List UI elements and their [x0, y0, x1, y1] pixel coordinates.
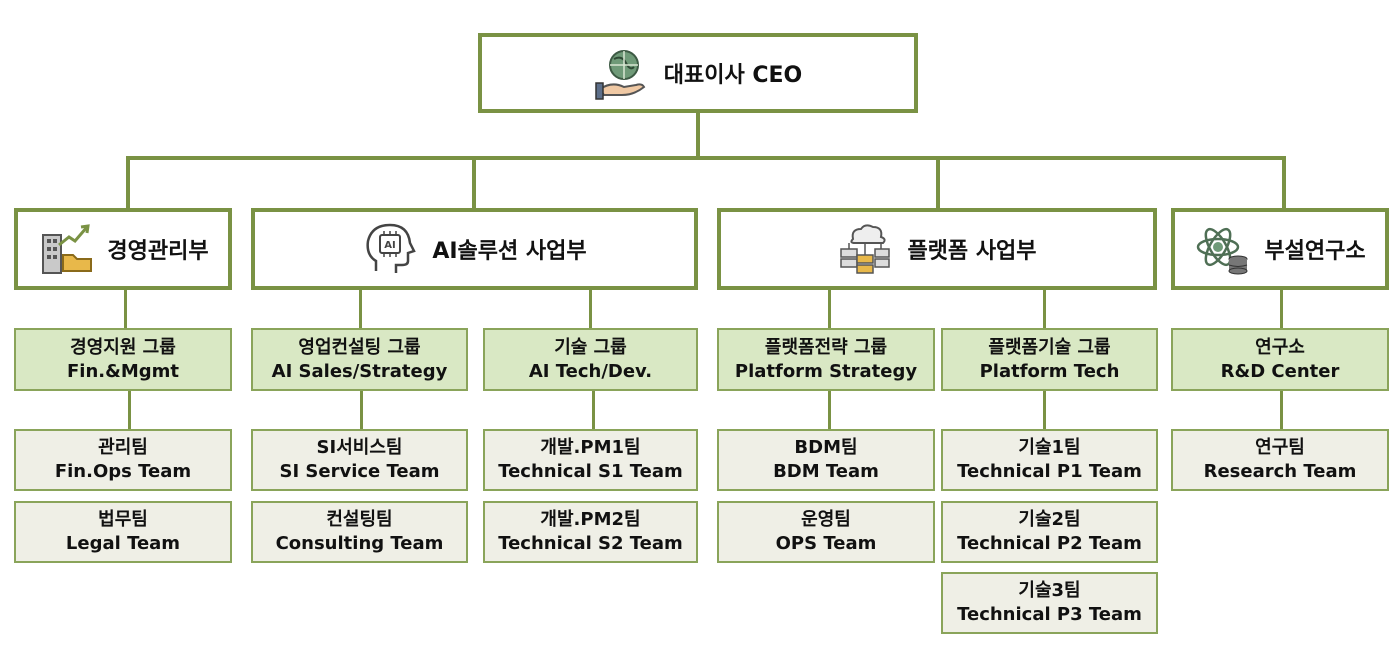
connector: [1280, 391, 1283, 429]
team-ops[interactable]: 운영팀 OPS Team: [717, 501, 935, 563]
group-name-en: Platform Tech: [979, 360, 1120, 382]
team-name-en: SI Service Team: [279, 461, 440, 482]
team-name-en: Technical P1 Team: [957, 461, 1142, 482]
team-name-en: OPS Team: [775, 533, 877, 554]
connector: [828, 290, 831, 328]
team-name-ko: 관리팀: [98, 437, 148, 458]
team-name-en: Research Team: [1203, 461, 1357, 482]
team-name-ko: 운영팀: [801, 509, 851, 530]
connector: [360, 391, 363, 429]
svg-text:AI: AI: [385, 240, 396, 251]
group-name-en: Fin.&Mgmt: [67, 360, 179, 382]
group-fin-mgmt[interactable]: 경영지원 그룹 Fin.&Mgmt: [14, 328, 232, 391]
group-name-ko: 경영지원 그룹: [70, 336, 176, 358]
globe-hand-icon: [594, 45, 650, 101]
division-platform[interactable]: 플랫폼 사업부: [717, 208, 1157, 290]
team-name-en: Technical P3 Team: [957, 604, 1142, 625]
ceo-box[interactable]: 대표이사 CEO: [478, 33, 918, 113]
team-name-en: Fin.Ops Team: [54, 461, 192, 482]
building-chart-icon: [37, 221, 93, 277]
ai-head-icon: AI: [362, 221, 418, 277]
group-ai-sales[interactable]: 영업컨설팅 그룹 AI Sales/Strategy: [251, 328, 468, 391]
connector: [1043, 391, 1046, 429]
team-name-ko: 기술1팀: [1018, 437, 1081, 458]
team-technical-s2[interactable]: 개발.PM2팀 Technical S2 Team: [483, 501, 698, 563]
connector: [1280, 290, 1283, 328]
connector: [1282, 156, 1286, 208]
team-name-ko: 개발.PM2팀: [540, 509, 641, 530]
team-name-ko: 연구팀: [1255, 437, 1305, 458]
connector: [696, 113, 700, 159]
connector: [589, 290, 592, 328]
team-name-en: Technical S1 Team: [498, 461, 683, 482]
connector: [124, 290, 127, 328]
connector: [1043, 290, 1046, 328]
connector: [126, 156, 130, 208]
group-name-ko: 영업컨설팅 그룹: [298, 336, 421, 358]
connector: [472, 156, 476, 208]
team-name-ko: SI서비스팀: [316, 437, 403, 458]
group-name-en: Platform Strategy: [734, 360, 918, 382]
group-name-ko: 플랫폼전략 그룹: [764, 336, 888, 358]
division-research[interactable]: 부설연구소: [1171, 208, 1389, 290]
team-name-en: Legal Team: [65, 533, 181, 554]
division-label: AI솔루션 사업부: [432, 239, 587, 264]
connector: [126, 156, 1286, 160]
ceo-label: 대표이사 CEO: [663, 63, 803, 88]
atom-database-icon: [1194, 221, 1250, 277]
connector: [592, 391, 595, 429]
team-name-ko: 법무팀: [98, 509, 148, 530]
team-name-ko: 기술3팀: [1018, 580, 1081, 601]
team-finops[interactable]: 관리팀 Fin.Ops Team: [14, 429, 232, 491]
group-platform-strategy[interactable]: 플랫폼전략 그룹 Platform Strategy: [717, 328, 935, 391]
team-name-en: Consulting Team: [275, 533, 444, 554]
group-name-en: AI Tech/Dev.: [528, 360, 653, 382]
team-technical-p1[interactable]: 기술1팀 Technical P1 Team: [941, 429, 1158, 491]
team-technical-p3[interactable]: 기술3팀 Technical P3 Team: [941, 572, 1158, 634]
connector: [828, 391, 831, 429]
team-technical-p2[interactable]: 기술2팀 Technical P2 Team: [941, 501, 1158, 563]
group-name-ko: 기술 그룹: [554, 336, 627, 358]
group-name-en: AI Sales/Strategy: [271, 360, 448, 382]
group-rnd-center[interactable]: 연구소 R&D Center: [1171, 328, 1389, 391]
group-name-en: R&D Center: [1220, 360, 1340, 382]
connector: [128, 391, 131, 429]
team-si-service[interactable]: SI서비스팀 SI Service Team: [251, 429, 468, 491]
team-bdm[interactable]: BDM팀 BDM Team: [717, 429, 935, 491]
division-label: 플랫폼 사업부: [907, 239, 1037, 264]
team-research[interactable]: 연구팀 Research Team: [1171, 429, 1389, 491]
division-management[interactable]: 경영관리부: [14, 208, 232, 290]
division-label: 부설연구소: [1264, 239, 1366, 264]
team-name-ko: 기술2팀: [1018, 509, 1081, 530]
division-label: 경영관리부: [107, 239, 209, 264]
team-name-ko: 컨설팅팀: [326, 509, 393, 530]
team-name-en: Technical S2 Team: [498, 533, 683, 554]
group-ai-tech[interactable]: 기술 그룹 AI Tech/Dev.: [483, 328, 698, 391]
team-consulting[interactable]: 컨설팅팀 Consulting Team: [251, 501, 468, 563]
team-name-en: BDM Team: [773, 461, 879, 482]
cloud-server-icon: [837, 221, 893, 277]
connector: [359, 290, 362, 328]
team-technical-s1[interactable]: 개발.PM1팀 Technical S1 Team: [483, 429, 698, 491]
division-ai-solution[interactable]: AI AI솔루션 사업부: [251, 208, 698, 290]
team-name-ko: BDM팀: [794, 437, 858, 458]
team-name-en: Technical P2 Team: [957, 533, 1142, 554]
team-legal[interactable]: 법무팀 Legal Team: [14, 501, 232, 563]
group-name-ko: 플랫폼기술 그룹: [988, 336, 1111, 358]
team-name-ko: 개발.PM1팀: [540, 437, 641, 458]
connector: [936, 156, 940, 208]
group-platform-tech[interactable]: 플랫폼기술 그룹 Platform Tech: [941, 328, 1158, 391]
group-name-ko: 연구소: [1255, 336, 1305, 358]
